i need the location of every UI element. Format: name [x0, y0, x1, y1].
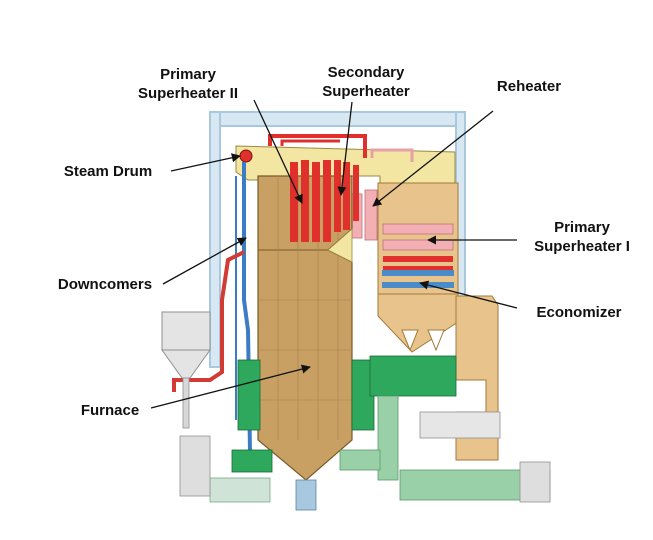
leader-downcomers [162, 237, 247, 285]
label-downcomers: Downcomers [58, 276, 152, 293]
superheater-panels [290, 160, 359, 242]
economizer-tubes [382, 270, 454, 288]
label-secondary-superheater-line1: Secondary [328, 64, 405, 81]
leader-secondary-superheater [337, 101, 353, 196]
label-secondary-superheater-line2: Superheater [322, 83, 410, 100]
label-primary-superheater-i-line1: Primary [554, 219, 611, 236]
label-primary-superheater-ii-line1: Primary [160, 66, 217, 83]
annotation-leaders [150, 99, 518, 409]
primary-superheater-i-tubes [383, 256, 453, 272]
leader-primary-superheater-ii [253, 99, 303, 204]
leader-economizer [419, 280, 518, 309]
label-primary-superheater-ii-line2: Superheater II [138, 85, 238, 102]
label-furnace: Furnace [81, 402, 139, 419]
leader-steam-drum [170, 153, 241, 172]
label-reheater: Reheater [497, 78, 561, 95]
annotation-labels: Primary Superheater II Secondary Superhe… [58, 64, 630, 419]
label-primary-superheater-i-line2: Superheater I [534, 238, 630, 255]
label-economizer: Economizer [536, 304, 621, 321]
furnace [257, 175, 353, 481]
lower-ductwork [179, 355, 551, 511]
leader-reheater [372, 110, 494, 207]
leader-furnace [150, 364, 311, 409]
label-steam-drum: Steam Drum [64, 163, 152, 180]
coal-silo [161, 311, 211, 429]
steam-piping [268, 134, 414, 162]
feed-piping [172, 250, 245, 392]
steam-drum [239, 149, 253, 163]
